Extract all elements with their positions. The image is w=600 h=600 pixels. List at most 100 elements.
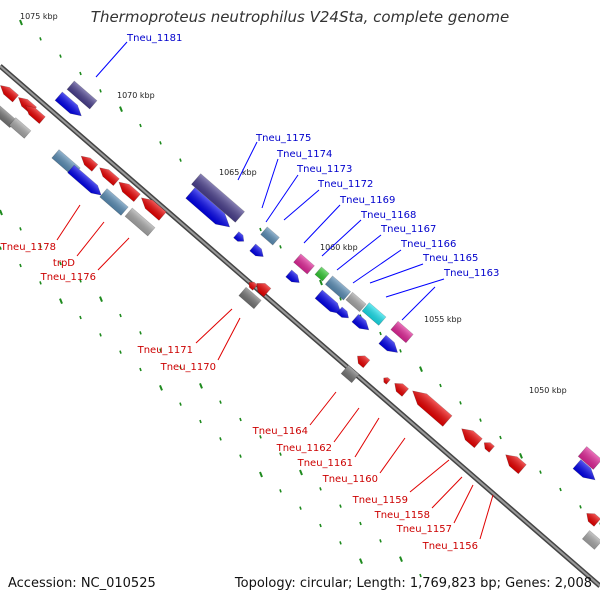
gene-block[interactable]	[408, 386, 453, 427]
scale-tick	[119, 313, 122, 318]
gene-label-trpd[interactable]: trpD	[53, 258, 75, 269]
gene-label-tneu-1171[interactable]: Tneu_1171	[137, 345, 193, 356]
cog-block[interactable]	[390, 320, 414, 344]
gene-block[interactable]	[458, 424, 483, 449]
gene-label-tneu-1173[interactable]: Tneu_1173	[296, 164, 352, 175]
gene-label-tneu-1160[interactable]: Tneu_1160	[322, 474, 378, 485]
gene-label-tneu-1159[interactable]: Tneu_1159	[352, 495, 408, 506]
scale-tick	[519, 452, 523, 459]
scale-tick	[559, 487, 562, 492]
gene-label-tneu-1158[interactable]: Tneu_1158	[374, 510, 430, 521]
gene-label-tneu-1163[interactable]: Tneu_1163	[443, 268, 499, 279]
gene-block[interactable]	[572, 459, 599, 485]
topology-label: Topology: circular; Length: 1,769,823 bp…	[234, 576, 592, 591]
scale-label-1050: 1050 kbp	[529, 386, 567, 395]
gene-label-tneu-1172[interactable]: Tneu_1172	[317, 179, 373, 190]
gene-label-tneu-1176[interactable]: Tneu_1176	[40, 272, 96, 283]
gene-block[interactable]	[23, 102, 46, 125]
gene-block[interactable]	[253, 279, 272, 298]
scale-tick	[139, 331, 142, 335]
scale-tick	[159, 141, 162, 145]
gene-block[interactable]	[502, 450, 527, 475]
gene-block[interactable]	[351, 313, 372, 333]
gene-block[interactable]	[247, 280, 258, 291]
cog-block[interactable]	[345, 291, 367, 313]
gene-block[interactable]	[249, 243, 266, 260]
cog-block[interactable]	[124, 207, 156, 237]
gene-block[interactable]	[382, 376, 391, 385]
cog-block[interactable]	[260, 226, 280, 246]
gene-block[interactable]	[54, 91, 85, 120]
cog-block[interactable]	[361, 302, 387, 326]
gene-block[interactable]	[285, 269, 302, 286]
gene-block[interactable]	[336, 306, 351, 321]
scale-tick	[419, 366, 423, 373]
scale-tick	[79, 279, 82, 283]
scale-tick	[259, 227, 262, 232]
scale-tick	[219, 437, 222, 441]
cog-block[interactable]	[293, 253, 315, 275]
scale-tick	[339, 541, 342, 545]
cog-block[interactable]	[314, 266, 330, 282]
scale-tick	[79, 71, 82, 76]
cog-block[interactable]	[324, 275, 352, 301]
gene-block[interactable]	[0, 82, 19, 103]
cog-block[interactable]	[99, 188, 129, 216]
gene-label-tneu-1156[interactable]: Tneu_1156	[422, 541, 478, 552]
forward-gene-labels: Tneu_1181 Tneu_1175 Tneu_1174 Tneu_1173 …	[126, 33, 499, 279]
gene-block[interactable]	[583, 510, 600, 527]
gene-label-tneu-1174[interactable]: Tneu_1174	[276, 149, 332, 160]
scale-tick	[99, 296, 103, 303]
gene-block[interactable]	[378, 334, 401, 356]
scale-tick	[479, 418, 482, 422]
gene-label-tneu-1181[interactable]: Tneu_1181	[126, 33, 182, 44]
gene-label-tneu-1178[interactable]: Tneu_1178	[0, 242, 56, 253]
cog-block[interactable]	[238, 286, 262, 310]
scale-tick	[239, 454, 242, 458]
scale-tick	[539, 470, 542, 474]
gene-label-tneu-1169[interactable]: Tneu_1169	[339, 195, 395, 206]
gene-block[interactable]	[233, 231, 247, 245]
gene-label-tneu-1170[interactable]: Tneu_1170	[160, 362, 216, 373]
scale-tick	[19, 227, 22, 231]
cog-block[interactable]	[0, 103, 17, 129]
gene-block[interactable]	[482, 440, 495, 453]
cog-block[interactable]	[581, 530, 600, 550]
cog-block[interactable]	[8, 117, 32, 139]
gene-label-tneu-1165[interactable]: Tneu_1165	[422, 253, 478, 264]
scale-tick	[0, 246, 2, 250]
scale-tick	[399, 556, 403, 563]
gene-block[interactable]	[116, 178, 141, 203]
scale-tick	[319, 487, 322, 491]
scale-labels: 1075 kbp 1070 kbp 1065 kbp 1060 kbp 1055…	[20, 12, 567, 395]
scale-tick	[439, 383, 442, 388]
gene-label-tneu-1164[interactable]: Tneu_1164	[252, 426, 308, 437]
cog-block[interactable]	[66, 80, 98, 110]
gene-block[interactable]	[78, 153, 99, 172]
gene-block[interactable]	[185, 187, 234, 233]
gene-label-tneu-1161[interactable]: Tneu_1161	[297, 458, 353, 469]
scale-tick	[39, 244, 42, 248]
gene-block[interactable]	[138, 194, 167, 221]
cog-block[interactable]	[340, 364, 360, 384]
cog-block[interactable]	[577, 446, 600, 470]
gene-block[interactable]	[67, 164, 105, 199]
scale-tick	[359, 558, 363, 565]
gene-block[interactable]	[354, 352, 371, 369]
gene-label-tneu-1162[interactable]: Tneu_1162	[276, 443, 332, 454]
genome-backbone	[0, 64, 600, 588]
scale-tick	[19, 19, 23, 26]
gene-block[interactable]	[97, 164, 120, 187]
gene-block[interactable]	[314, 289, 345, 318]
cog-block[interactable]	[191, 173, 245, 223]
reverse-gene-labels: Tneu_1178 trpD Tneu_1176 Tneu_1171 Tneu_…	[0, 242, 478, 552]
scale-tick	[179, 402, 182, 406]
gene-label-tneu-1175[interactable]: Tneu_1175	[255, 133, 311, 144]
scale-tick	[359, 521, 362, 526]
scale-tick	[159, 348, 162, 352]
gene-block[interactable]	[391, 380, 409, 397]
gene-label-tneu-1167[interactable]: Tneu_1167	[380, 224, 436, 235]
gene-label-tneu-1157[interactable]: Tneu_1157	[396, 524, 452, 535]
gene-label-tneu-1166[interactable]: Tneu_1166	[400, 239, 456, 250]
gene-label-tneu-1168[interactable]: Tneu_1168	[360, 210, 416, 221]
